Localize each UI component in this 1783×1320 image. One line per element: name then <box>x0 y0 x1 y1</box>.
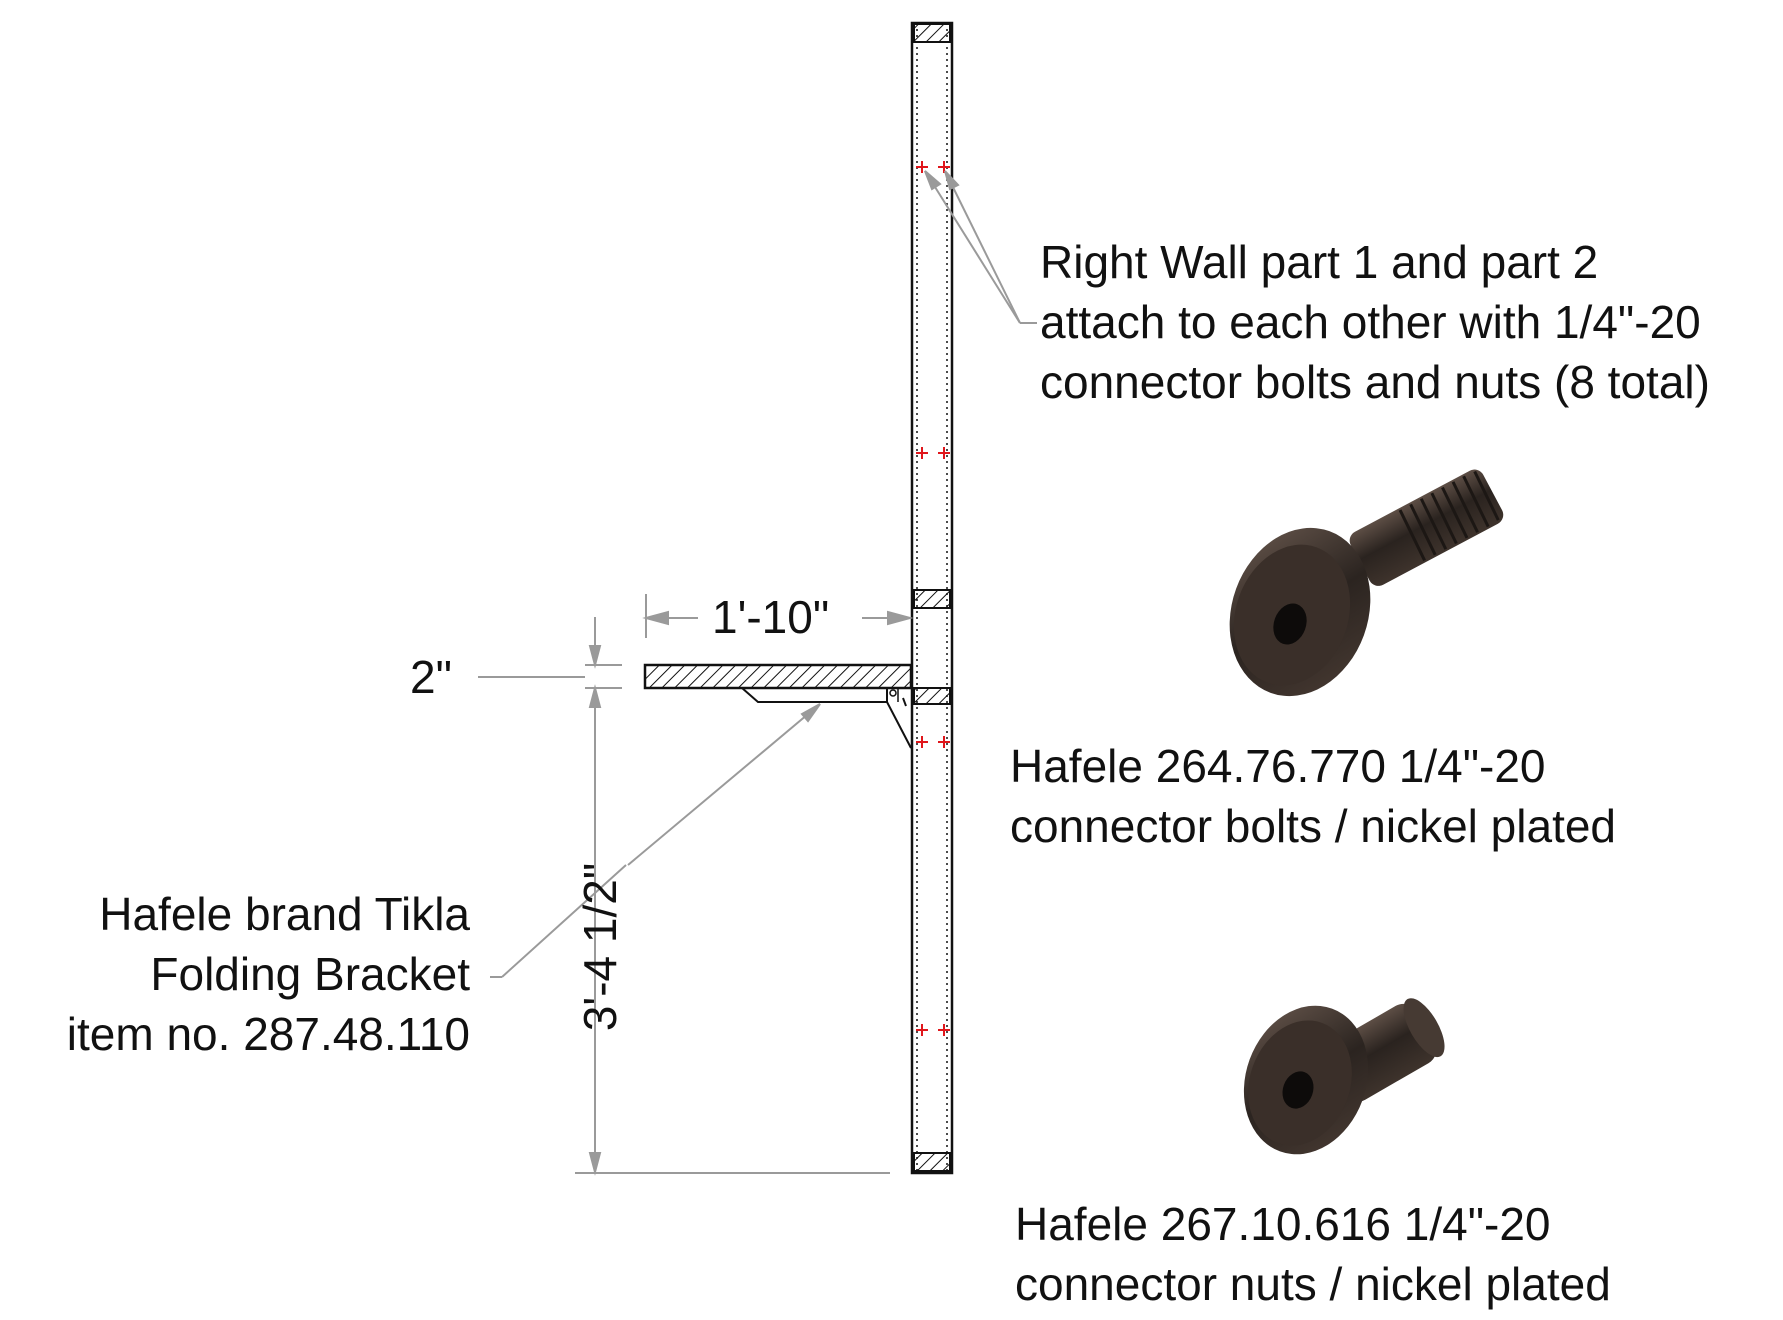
bracket-note-line: Folding Bracket <box>150 948 470 1000</box>
bolt-caption-line: Hafele 264.76.770 1/4"-20 <box>1010 740 1546 792</box>
right-wall-note-line: connector bolts and nuts (8 total) <box>1040 356 1710 408</box>
bracket-note-line: Hafele brand Tikla <box>99 888 470 940</box>
leader-lines <box>490 170 1037 978</box>
bolt-location-markers <box>916 161 950 1036</box>
dimension-lines <box>478 594 914 1176</box>
nut-caption-line: connector nuts / nickel plated <box>1015 1258 1611 1310</box>
connector-bolt-photo <box>1229 469 1504 697</box>
shelf-with-folding-bracket <box>643 663 913 749</box>
bracket-note-line: item no. 287.48.110 <box>66 1008 470 1060</box>
bolt-caption-line: connector bolts / nickel plated <box>1010 800 1617 852</box>
thickness-dimension-label: 2" <box>410 651 452 703</box>
connector-nut-photo <box>1243 998 1445 1155</box>
right-wall-note: Right Wall part 1 and part 2 attach to e… <box>1040 232 1710 412</box>
bracket-note: Hafele brand Tikla Folding Bracket item … <box>20 884 470 1064</box>
nut-caption: Hafele 267.10.616 1/4"-20 connector nuts… <box>1015 1194 1611 1314</box>
bolt-caption: Hafele 264.76.770 1/4"-20 connector bolt… <box>1010 736 1616 856</box>
right-wall-panel <box>910 21 954 1175</box>
nut-caption-line: Hafele 267.10.616 1/4"-20 <box>1015 1198 1551 1250</box>
height-dimension-label: 3'-4 1/2" <box>574 862 626 1032</box>
right-wall-note-line: attach to each other with 1/4"-20 <box>1040 296 1701 348</box>
right-wall-note-line: Right Wall part 1 and part 2 <box>1040 236 1599 288</box>
width-dimension-label: 1'-10" <box>712 591 830 643</box>
